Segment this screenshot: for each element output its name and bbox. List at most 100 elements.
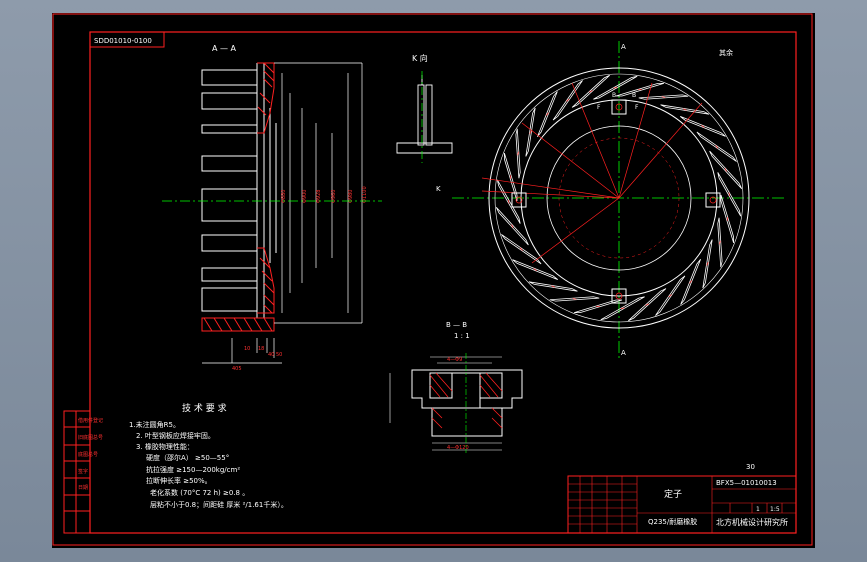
cut-mark: F [597, 104, 601, 111]
blade-hatch [566, 98, 570, 102]
code-box [89, 31, 165, 48]
stator-blade [525, 107, 536, 157]
blade-hatch [715, 145, 719, 149]
svg-text:Φ928: Φ928 [316, 190, 322, 203]
blade-hatch [661, 96, 666, 98]
organization: 北方机械设计研究所 [716, 517, 788, 527]
dim-text: 4—Φ120 [447, 445, 469, 451]
svg-text:Φ960: Φ960 [331, 190, 337, 203]
dim-text: 10 [244, 346, 250, 352]
blade-hatch [533, 268, 537, 272]
dim-text: 405 [232, 366, 242, 372]
blade-hatch [589, 90, 593, 93]
section-b-b: B — B 1 : 1 4—Φ9 4—Φ120 [389, 321, 523, 453]
cad-drawing-canvas[interactable]: SDD01010-0100 借用件登记 旧底图总号 底图总号 签字 日期 A —… [52, 13, 815, 548]
blade-hatch [620, 307, 625, 309]
cut-mark: B [612, 92, 616, 99]
stator-blade [512, 259, 558, 280]
svg-text:Φ880: Φ880 [281, 190, 287, 203]
stator-blade [717, 217, 723, 268]
stator-blade [702, 239, 713, 289]
cut-mark: K [436, 185, 441, 193]
sheet-number: 30 [746, 463, 755, 471]
blade-hatch [519, 247, 523, 251]
blade-hatch [551, 285, 555, 288]
stator-blade [680, 116, 726, 137]
section-aa-title: A — A [212, 44, 237, 53]
sheet: 1 [756, 506, 760, 513]
stator-blade [655, 275, 686, 316]
blade-hatch [545, 112, 549, 116]
blade-hatch [706, 262, 709, 266]
svg-text:Φ980: Φ980 [348, 190, 354, 203]
cut-mark: F [635, 104, 639, 111]
svg-text:Φ900: Φ900 [302, 190, 308, 203]
blade-hatch [724, 168, 727, 172]
section-bb-scale: 1 : 1 [454, 332, 470, 340]
strip-label: 借用件登记 [78, 417, 103, 424]
title-block: 定子 BFX5—01010013 Q235/耐磨橡胶 北方机械设计研究所 1:5… [567, 475, 797, 534]
blade-hatch [683, 108, 687, 111]
tech-req-line: 硬度（邵尔A） ≥50—55° [146, 453, 229, 462]
cut-mark: A [621, 349, 626, 357]
tech-req-line: 1.未注圆角R5。 [129, 420, 180, 429]
blade-hatch [701, 124, 705, 128]
strip-label: 底图总号 [78, 451, 98, 458]
stator-blade [496, 179, 521, 224]
stator-blade [628, 288, 667, 322]
tech-req-line: 抗拉强度 ≥150—200kg/cm² [146, 465, 240, 474]
blade-hatch [572, 298, 577, 300]
tech-req-line: 2. 叶型钢板应焊接牢固。 [136, 431, 215, 440]
blade-hatch [728, 192, 730, 197]
scale: 1:5 [770, 506, 780, 513]
blade-hatch [689, 280, 693, 284]
blade-hatch [508, 199, 510, 204]
stator-blade [574, 299, 623, 314]
stator-blade [537, 91, 558, 137]
section-a-a: A — A [162, 44, 382, 372]
technical-requirements: 技 术 要 求 1.未注圆角R5。 2. 叶型钢板应焊接牢固。 3. 橡胶物理性… [129, 402, 288, 509]
blade-hatch [517, 151, 519, 156]
strip-label: 签字 [78, 468, 88, 475]
stator-blade [720, 194, 735, 243]
blade-hatch [511, 224, 514, 228]
cad-drawing-svg: SDD01010-0100 借用件登记 旧底图总号 底图总号 签字 日期 A —… [52, 13, 813, 546]
stator-blade [638, 94, 689, 100]
stator-blade [515, 128, 521, 179]
stator-blade [593, 75, 638, 100]
stator-blade [696, 131, 737, 162]
strip-label: 日期 [78, 485, 88, 491]
tech-req-line: 老化系数 (70°C 72 h) ≥0.8 。 [150, 488, 249, 497]
dim-text: 50 [276, 352, 282, 358]
stator-blade [660, 104, 710, 115]
blade-hatch [613, 87, 618, 89]
svg-text:Φ1100: Φ1100 [362, 186, 368, 203]
stator-blade [528, 281, 578, 292]
dim-text: 18 [258, 346, 264, 352]
section-bb-title: B — B [446, 321, 467, 329]
stator-blade [717, 172, 742, 217]
view-k: K 向 [396, 53, 453, 163]
part-name: 定子 [664, 488, 682, 500]
dim-text: 40 [268, 352, 274, 358]
drawing-number: BFX5—01010013 [716, 479, 777, 487]
stator-blade [549, 296, 600, 302]
blade-hatch [719, 240, 721, 245]
blade-hatch [645, 303, 649, 306]
tech-req-line: 3. 橡胶物理性能： [136, 442, 194, 451]
stator-blade [615, 82, 664, 97]
material: Q235/耐磨橡胶 [648, 517, 697, 526]
stator-front-view: A A K B B F F 其余 [436, 41, 787, 358]
remark-label: 其余 [719, 48, 733, 57]
blade-hatch [668, 294, 672, 298]
outer-frame [52, 13, 813, 546]
drawing-border [89, 31, 797, 534]
tech-req-title: 技 术 要 求 [182, 402, 227, 414]
stator-blade [571, 74, 610, 108]
stator-blade [495, 207, 529, 246]
stator-blade [680, 259, 701, 305]
cut-mark: A [621, 43, 626, 51]
stator-blade [503, 153, 518, 202]
stator-blade [552, 80, 583, 121]
tech-req-line: 拉断伸长率 ≥50%。 [146, 476, 212, 485]
